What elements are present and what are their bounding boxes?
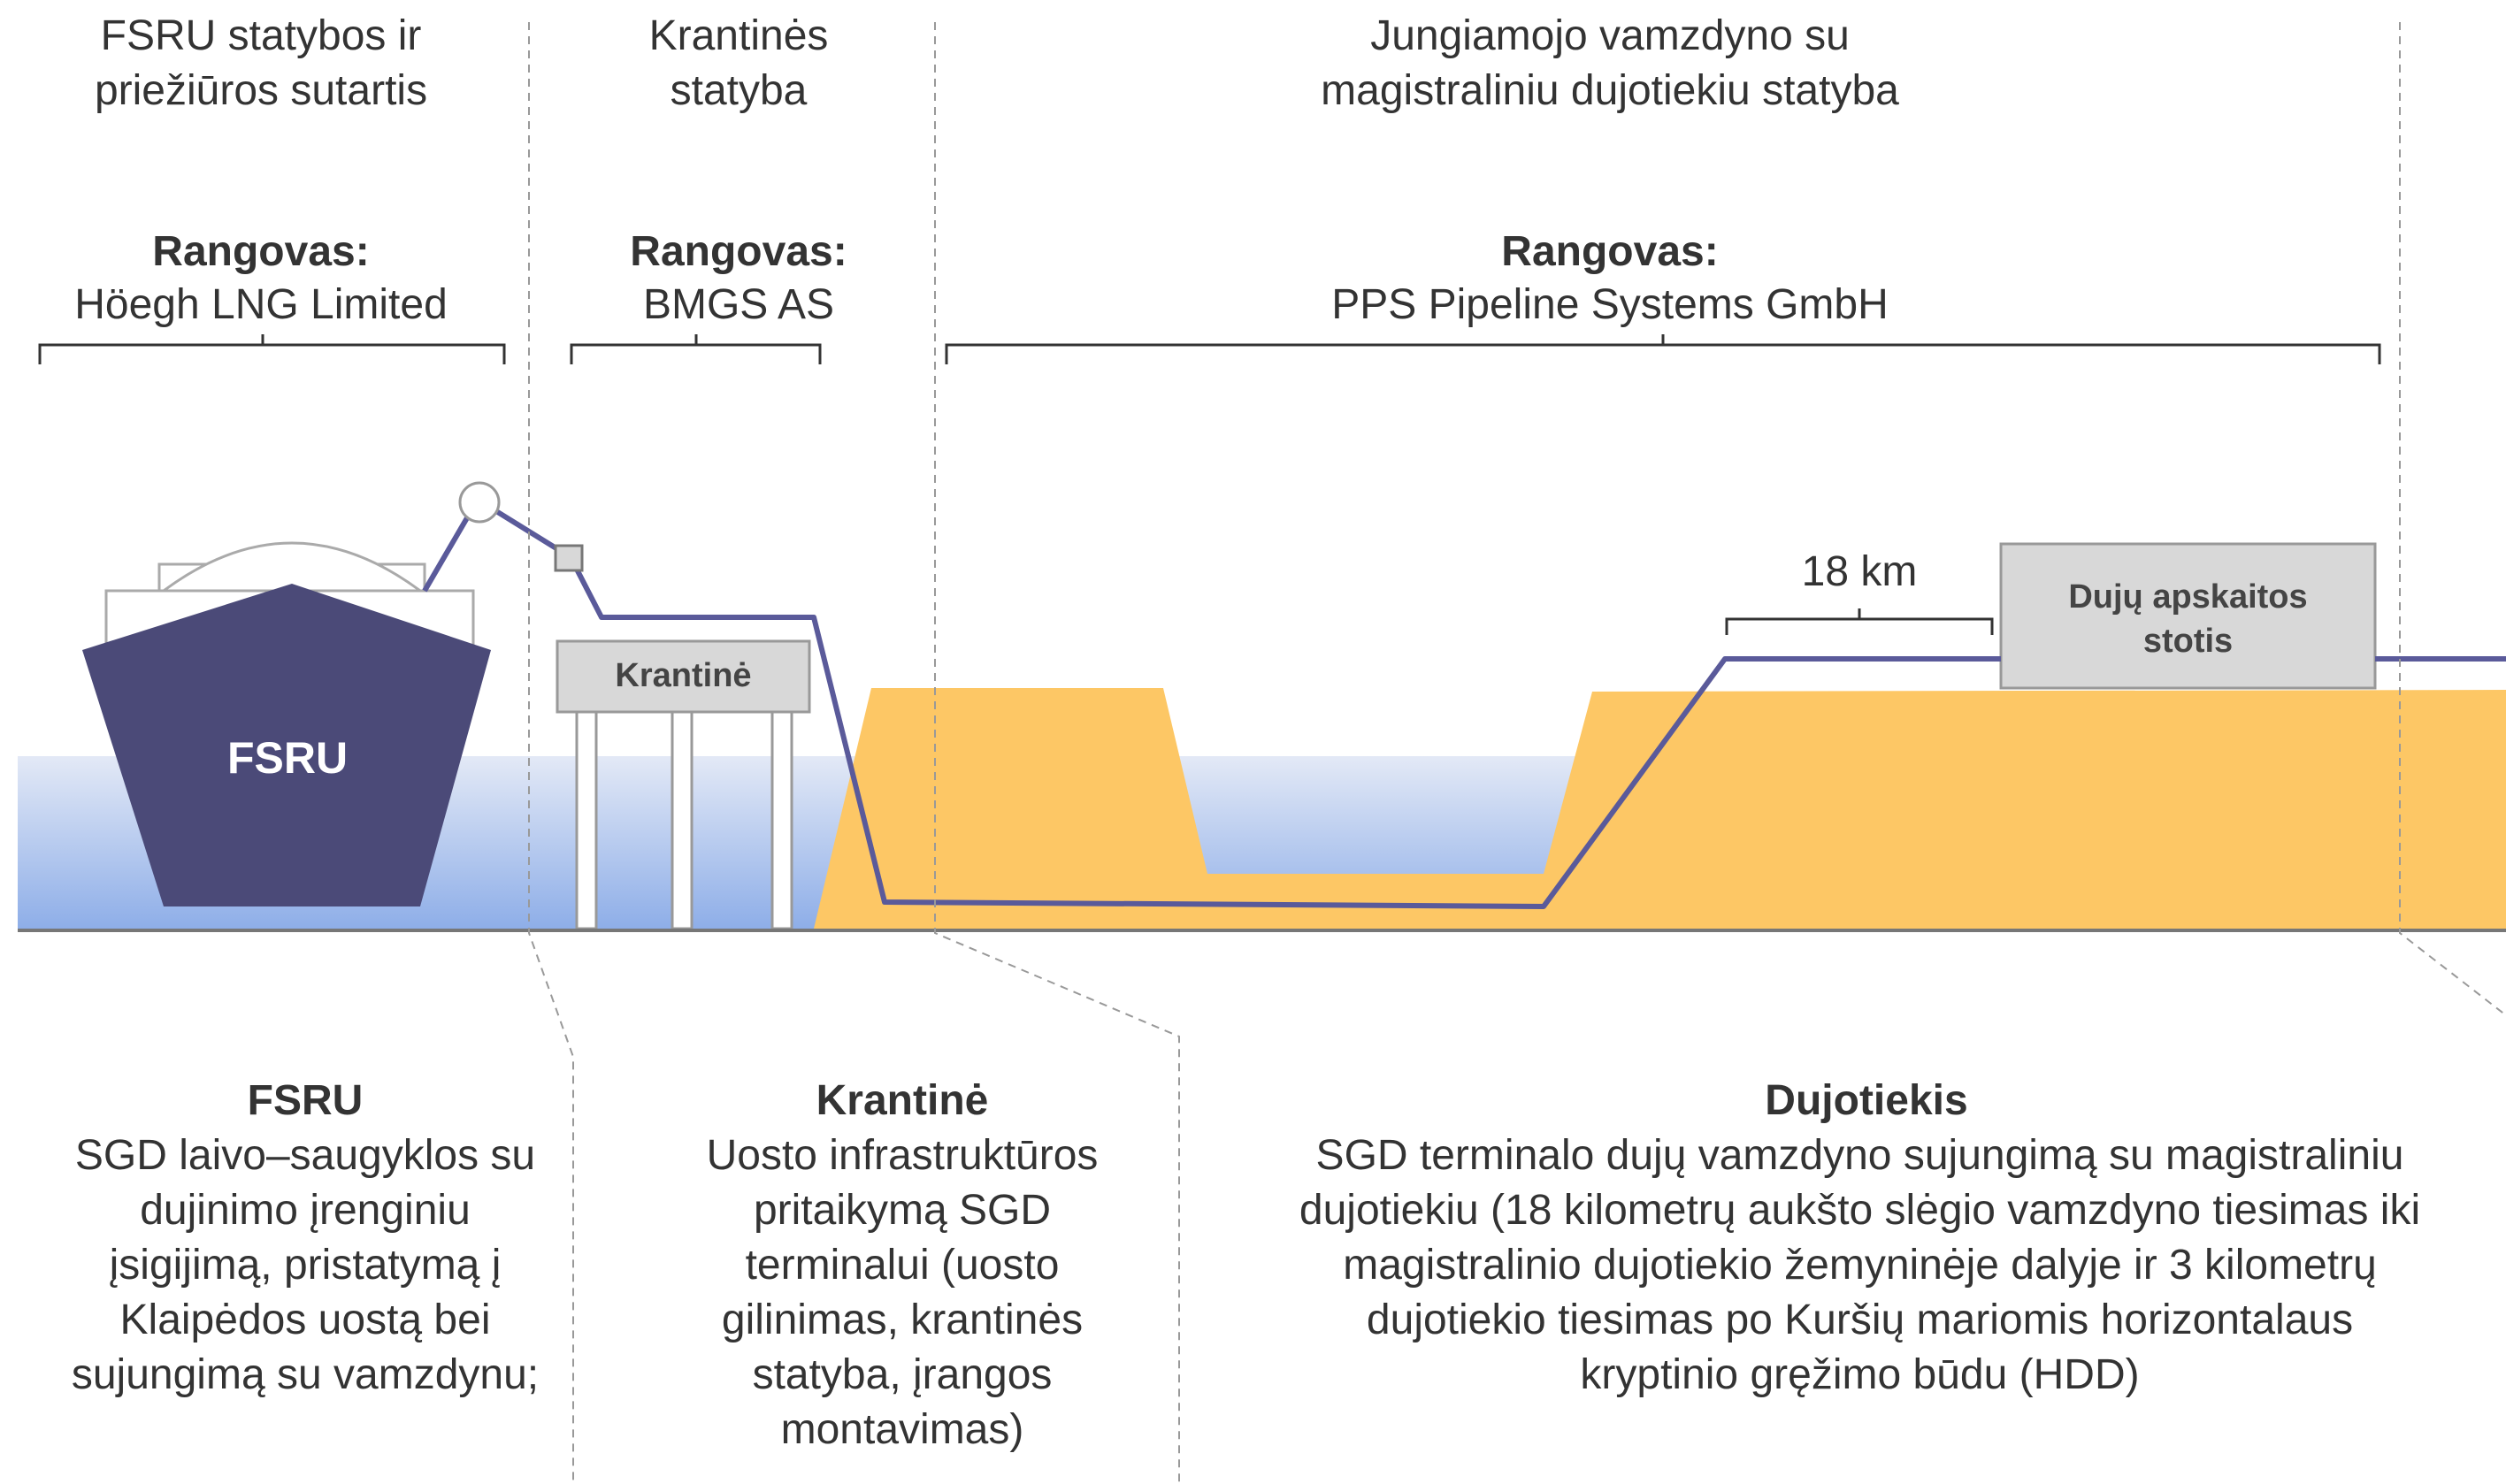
contract-title-quay: Krantinės statyba [648,12,829,114]
contractor-braces [38,334,2381,364]
contractor-name-quay: BMGS AS [642,281,835,328]
contractor-name-pipeline: PPS Pipeline Systems GmbH [1331,281,1889,328]
contractor-label-fsru: Rangovas: [152,228,370,275]
metering-station-box [1999,542,2377,690]
loading-arm-valve [554,544,584,572]
metering-station-label: Dujų apskaitos stotis [2068,578,2308,660]
pipeline [422,497,2001,909]
description-title-quay: Krantinė [816,1077,989,1124]
distance-label: 18 km [1801,548,1918,595]
contract-title-pipeline: Jungiamojo vamzdyno su magistraliniu duj… [1321,12,1899,114]
fsru-label: FSRU [226,733,349,783]
loading-arm-joint [458,481,501,524]
description-title-pipeline: Dujotiekis [1765,1077,1968,1124]
description-text-fsru: SGD laivo–saugyklos su dujinimo įrengini… [71,1132,540,1398]
land-spit [814,688,2506,929]
contract-title-fsru: FSRU statybos ir priežiūros sutartis [94,12,428,114]
distance-brace [1725,608,1994,635]
description-title-fsru: FSRU [247,1077,364,1124]
quay-deck [556,639,811,714]
section-dividers [528,22,2506,1484]
contractor-label-quay: Rangovas: [630,228,847,275]
description-text-quay: Uosto infrastruktūros pritaikymą SGD ter… [706,1132,1099,1453]
fsru-hull [82,584,491,906]
contractor-label-pipeline: Rangovas: [1501,228,1719,275]
quay-label: Krantinė [615,657,752,694]
description-text-pipeline: SGD terminalo dujų vamzdyno sujungimą su… [1299,1132,2421,1398]
contractor-name-fsru: Höegh LNG Limited [74,281,448,328]
